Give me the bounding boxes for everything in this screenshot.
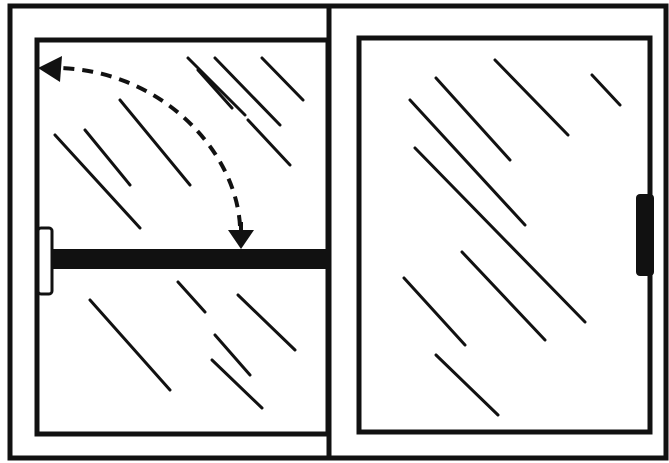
bar-hinge-bracket <box>38 228 52 294</box>
security-bar <box>52 249 328 269</box>
sash-handle <box>636 194 654 276</box>
